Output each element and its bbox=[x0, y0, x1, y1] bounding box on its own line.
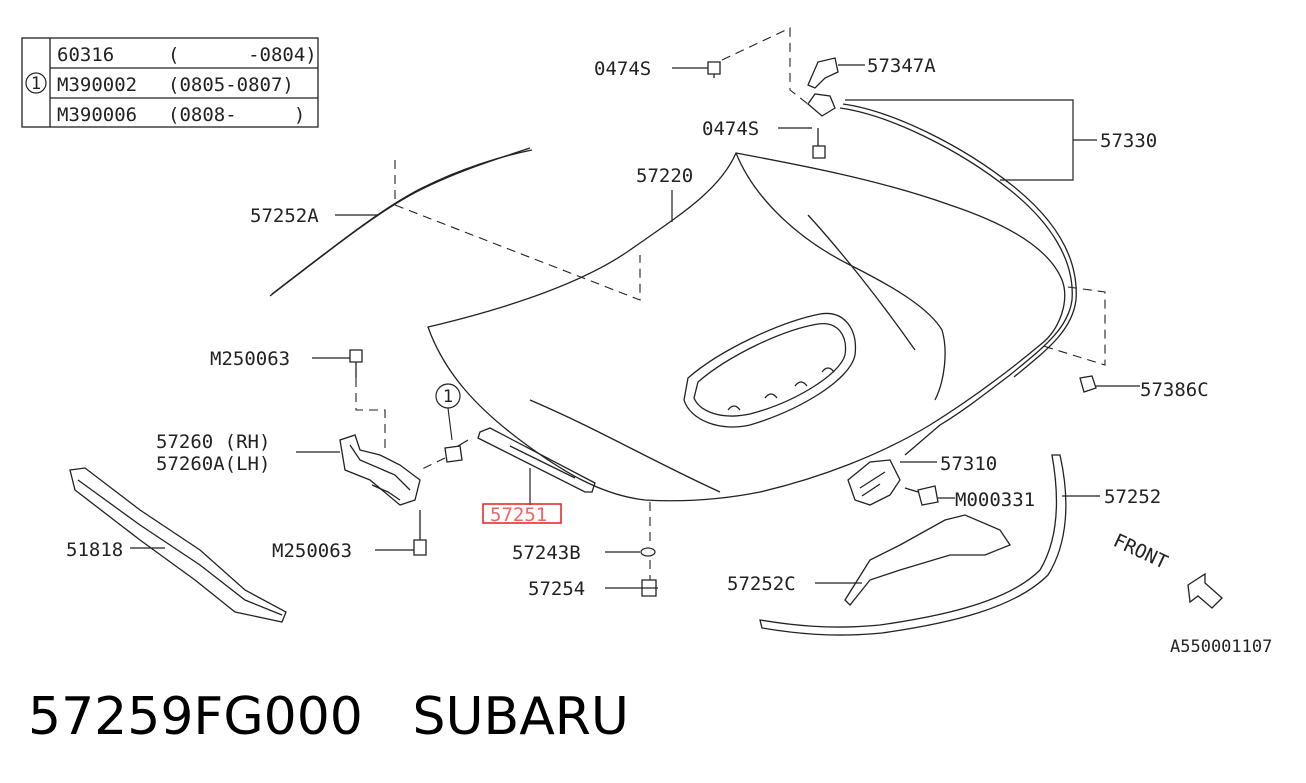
label-57251-selected[interactable]: 57251 bbox=[482, 503, 562, 526]
label-57243b[interactable]: 57243B bbox=[512, 542, 581, 564]
hinge-57260 bbox=[339, 434, 421, 506]
label-m250063[interactable]: M250063 bbox=[210, 348, 290, 370]
brand-name: SUBARU bbox=[412, 687, 629, 747]
bolt-icon bbox=[707, 61, 721, 78]
label-57330[interactable]: 57330 bbox=[1100, 130, 1157, 152]
selection-box bbox=[482, 503, 562, 524]
part-title: 57259FG000 SUBARU bbox=[28, 682, 629, 752]
label-57386c[interactable]: 57386C bbox=[1140, 379, 1209, 401]
label-57260a-lh[interactable]: 57260A(LH) bbox=[156, 453, 270, 475]
bolt-icon bbox=[812, 128, 826, 159]
bumper-icon bbox=[640, 579, 658, 597]
seal-57252 bbox=[759, 454, 1067, 636]
diagram-id: A550001107 bbox=[1170, 637, 1272, 657]
bumper-57386c bbox=[1079, 375, 1097, 393]
stud-icon bbox=[444, 439, 469, 463]
label-51818[interactable]: 51818 bbox=[66, 539, 123, 561]
table-row-range: (0808- ) bbox=[168, 104, 305, 126]
table-row-part: 60316 bbox=[57, 44, 114, 66]
bolt-icon bbox=[904, 485, 939, 506]
label-0474s[interactable]: 0474S bbox=[594, 58, 651, 80]
label-57254[interactable]: 57254 bbox=[528, 578, 585, 600]
front-arrow-icon bbox=[1187, 572, 1223, 609]
table-row-part: M390002 bbox=[57, 74, 137, 96]
grommet-icon bbox=[640, 547, 656, 557]
hood-drawing bbox=[427, 152, 1066, 502]
label-57260-rh[interactable]: 57260 (RH) bbox=[156, 431, 270, 453]
table-row-range: (0805-0807) bbox=[168, 74, 294, 96]
applicability-table: 1 60316 ( -0804) M390002 (0805-0807) M39… bbox=[21, 37, 319, 128]
label-57252a[interactable]: 57252A bbox=[250, 205, 319, 227]
cowl-51818 bbox=[69, 467, 287, 623]
bolt-icon bbox=[349, 349, 363, 378]
label-57347a[interactable]: 57347A bbox=[867, 55, 936, 77]
label-57310[interactable]: 57310 bbox=[940, 453, 997, 475]
gas-strut-57251 bbox=[477, 427, 596, 493]
label-57252c[interactable]: 57252C bbox=[727, 573, 796, 595]
label-m250063[interactable]: M250063 bbox=[272, 540, 352, 562]
table-row-part: M390006 bbox=[57, 104, 137, 126]
label-57251[interactable]: 57251 bbox=[490, 504, 547, 526]
label-57252[interactable]: 57252 bbox=[1104, 486, 1161, 508]
table-ref-number: 1 bbox=[31, 74, 41, 94]
label-m000331[interactable]: M000331 bbox=[955, 489, 1035, 511]
label-57220[interactable]: 57220 bbox=[636, 165, 693, 187]
ref-circle-icon bbox=[25, 72, 47, 94]
callout-number: 1 bbox=[443, 387, 453, 407]
latch-57310 bbox=[847, 459, 901, 506]
label-0474s[interactable]: 0474S bbox=[702, 118, 759, 140]
seal-57252c bbox=[844, 514, 1011, 606]
front-label: FRONT bbox=[1110, 530, 1171, 574]
bracket-part bbox=[807, 93, 836, 117]
table-row-range: ( -0804) bbox=[168, 44, 317, 66]
bracket-57347a bbox=[807, 57, 839, 89]
part-number: 57259FG000 bbox=[28, 687, 363, 747]
bolt-icon bbox=[413, 510, 427, 556]
release-cable-57330 bbox=[839, 107, 1073, 456]
